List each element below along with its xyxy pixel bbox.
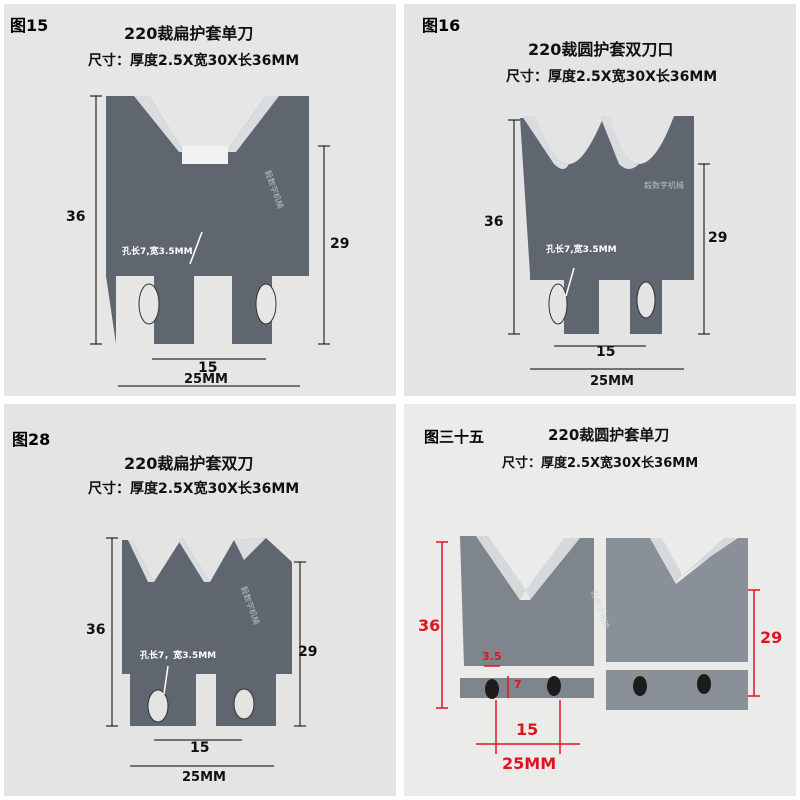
blade-body [520, 116, 694, 334]
hole-length-dimension: 7 [514, 678, 522, 691]
slot-hole [636, 281, 656, 319]
slot-hole [138, 283, 160, 325]
slot-spacing-dimension: 15 [190, 740, 210, 756]
product-spec: 尺寸：厚度2.5X宽30X长36MM [502, 456, 699, 471]
product-panel-16: 图16 220裁圆护套双刀口 尺寸：厚度2.5X宽30X长36MM 36 29 … [404, 4, 796, 396]
blade-drawing [508, 116, 710, 370]
blade-body [106, 96, 309, 344]
product-spec: 尺寸：厚度2.5X宽30X长36MM [506, 69, 718, 85]
blade-edge-bevel [522, 116, 639, 169]
figure-label: 图16 [422, 16, 461, 35]
width-dimension: 25MM [182, 770, 226, 785]
width-dimension: 25MM [502, 754, 557, 773]
product-panel-15: 图15 220裁扁护套单刀 尺寸：厚度2.5X宽30X长36MM 36 29 1… [4, 4, 396, 396]
slot-hole [485, 679, 499, 699]
slot-spacing-dimension: 15 [596, 344, 616, 360]
slot-spacing-dimension: 15 [198, 360, 218, 376]
height-dimension: 36 [418, 616, 441, 635]
blade-drawing [436, 536, 760, 754]
notch-dimension: 29 [708, 230, 728, 246]
height-dimension: 36 [86, 622, 106, 638]
blade-edge-bevel [128, 538, 266, 582]
width-dimension: 25MM [590, 374, 634, 389]
product-title: 220裁扁护套双刀 [124, 454, 254, 473]
slot-hole [233, 688, 255, 720]
hole-note: 孔长7，宽3.5MM [140, 651, 217, 661]
blade-body [460, 536, 594, 698]
width-dimension: 25MM [184, 372, 228, 387]
figure-label: 图三十五 [424, 428, 485, 446]
blade-drawing [106, 537, 306, 767]
blade-body [606, 538, 748, 710]
slot-hole [147, 689, 169, 723]
slot-hole [548, 283, 568, 325]
product-spec: 尺寸：厚度2.5X宽30X长36MM [88, 481, 300, 497]
figure-label: 图28 [12, 430, 51, 449]
product-title: 220裁扁护套单刀 [124, 24, 254, 43]
hole-width-dimension: 3.5 [482, 650, 502, 663]
blade-drawing [90, 95, 330, 387]
slot-hole [697, 674, 711, 694]
figure-label: 图15 [10, 16, 49, 35]
notch-dimension: 29 [330, 236, 350, 252]
slot-spacing-dimension: 15 [516, 720, 539, 739]
product-title: 220裁圆护套单刀 [548, 426, 670, 444]
blade-edge-bevel [134, 96, 279, 152]
slot-hole [255, 283, 277, 325]
blade-edge-bevel [476, 536, 580, 600]
blade-body [122, 538, 292, 726]
hole-note: 孔长7,宽3.5MM [546, 245, 617, 255]
watermark: 毅数字机械 [644, 181, 684, 190]
notch-highlight [182, 146, 228, 164]
hole-note: 孔长7,宽3.5MM [122, 247, 193, 257]
notch-dimension: 29 [298, 644, 318, 660]
blade-edge-bevel [650, 538, 738, 584]
height-dimension: 36 [484, 214, 504, 230]
product-panel-35: 图三十五 220裁圆护套单刀 尺寸：厚度2.5X宽30X长36MM 36 29 … [404, 404, 796, 796]
product-spec: 尺寸：厚度2.5X宽30X长36MM [88, 53, 300, 69]
product-panel-28: 图28 220裁扁护套双刀 尺寸：厚度2.5X宽30X长36MM 36 29 1… [4, 404, 396, 796]
notch-dimension: 29 [760, 628, 783, 647]
slot-hole [633, 676, 647, 696]
height-dimension: 36 [66, 209, 86, 225]
product-title: 220裁圆护套双刀口 [528, 40, 674, 59]
slot-hole [547, 676, 561, 696]
